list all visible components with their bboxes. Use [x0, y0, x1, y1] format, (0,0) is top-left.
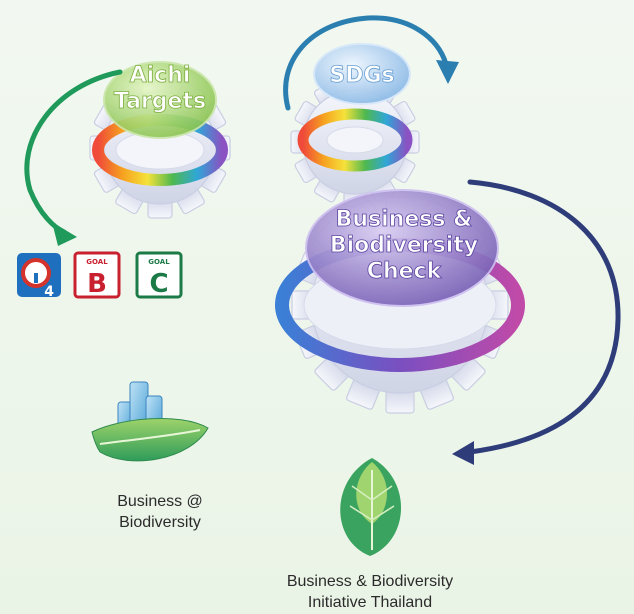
business-biodiversity-line2: Biodiversity [119, 514, 201, 531]
bbc-label-line1: Business & [336, 207, 473, 232]
aichi-target-badge: 4 [17, 253, 61, 300]
bbit-line1: Business & Biodiversity [286, 573, 454, 590]
bbc-label-line3: Check [367, 259, 443, 284]
blue-arrow-head [436, 60, 459, 84]
aichi-label-line1: Aichi [130, 63, 191, 88]
gear-bbc: Business & Biodiversity Check [275, 189, 525, 414]
target-number: 4 [44, 284, 54, 300]
business-biodiversity-line1: Business @ [117, 493, 203, 510]
goal-c-letter: C [149, 269, 168, 299]
aichi-lens [103, 61, 217, 139]
aichi-label-line2: Targets [114, 89, 206, 114]
goal-b-caption: GOAL [86, 258, 108, 266]
sdgs-label: SDGs [329, 63, 394, 88]
bbit-leaf-logo [340, 458, 402, 556]
navy-arrow [452, 179, 621, 465]
blue-arrow [283, 15, 459, 111]
green-arrow-head [52, 222, 77, 246]
sdgs-lens [313, 43, 411, 105]
business-biodiversity-caption: Business @ Biodiversity [70, 491, 250, 533]
goal-c-badge: GOAL C [135, 251, 183, 299]
navy-arrow-head [452, 441, 474, 465]
goal-b-letter: B [87, 269, 107, 299]
goal-c-caption: GOAL [148, 258, 170, 266]
business-biodiversity-logo [91, 381, 209, 462]
green-arrow [24, 69, 123, 246]
bbc-lens [305, 189, 499, 307]
bbit-caption: Business & Biodiversity Initiative Thail… [220, 571, 520, 613]
gear-sdgs: SDGs [290, 43, 420, 207]
leaf-icon [91, 417, 209, 462]
bbit-line2: Initiative Thailand [307, 594, 433, 611]
goal-b-badge: GOAL B [73, 251, 121, 299]
bbc-label-line2: Biodiversity [330, 233, 478, 258]
gear-aichi: Aichi Targets [89, 61, 231, 219]
